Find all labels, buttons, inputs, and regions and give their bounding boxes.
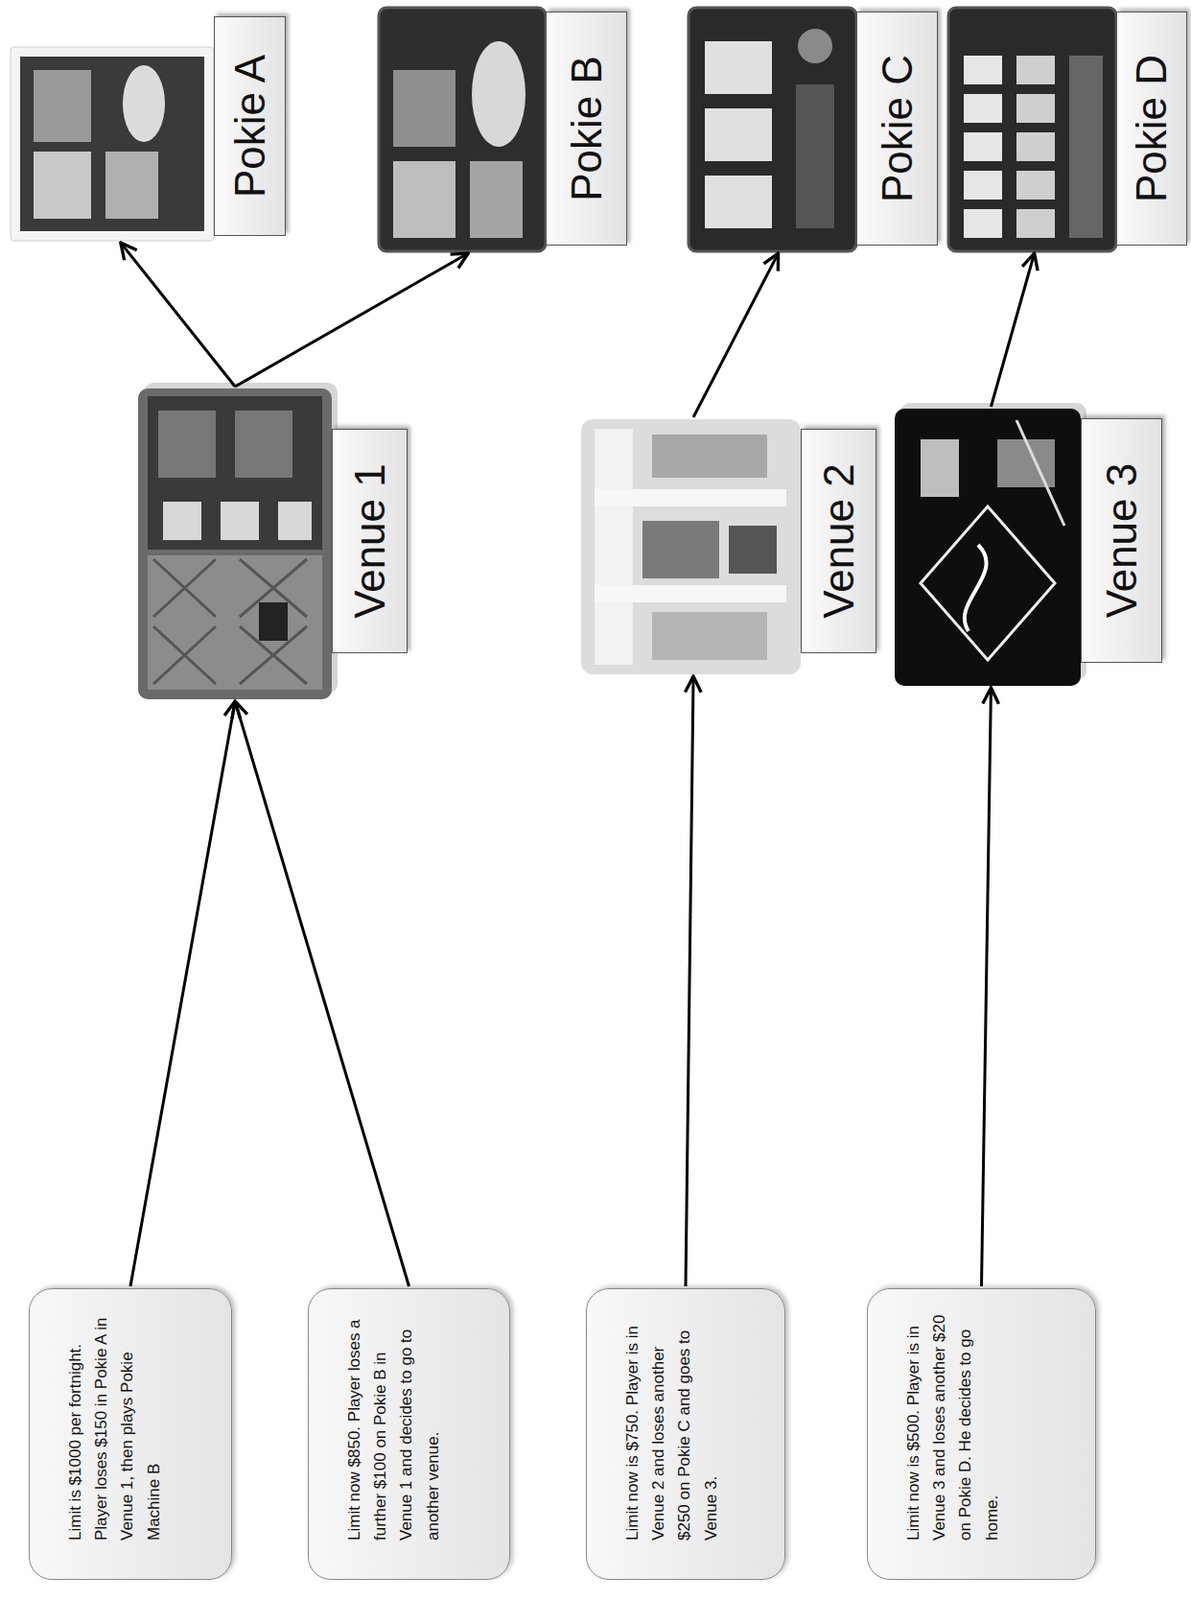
- place-node: Venue 3: [894, 408, 1163, 686]
- venue-photo: [138, 382, 338, 700]
- name-label: Pokie C: [873, 54, 922, 203]
- name-label-box: Pokie B: [545, 11, 628, 246]
- note-box: Limit now $850. Player loses a further $…: [307, 1287, 511, 1580]
- flow-arrow: [234, 700, 409, 1286]
- note-box: Limit now is $750. Player is in Venue 2 …: [585, 1287, 786, 1580]
- flow-arrow: [234, 253, 468, 387]
- name-label-box: Venue 2: [800, 428, 877, 654]
- name-label-box: Pokie D: [1116, 11, 1188, 246]
- flow-arrow: [981, 687, 992, 1286]
- place-node: Pokie C: [688, 7, 938, 252]
- name-label: Venue 2: [815, 463, 864, 619]
- name-label: Venue 3: [1097, 463, 1146, 619]
- flow-arrow: [130, 700, 235, 1286]
- name-label-box: Pokie A: [213, 16, 286, 236]
- pokie-photo: [688, 7, 857, 252]
- note-box: Limit is $1000 per fortnight. Player los…: [28, 1287, 233, 1580]
- name-label-box: Pokie C: [856, 11, 938, 246]
- note-box: Limit now is $500. Player is in Venue 3 …: [866, 1287, 1097, 1580]
- pokie-photo: [378, 7, 546, 252]
- name-label: Pokie B: [562, 55, 611, 202]
- venue-photo: [581, 419, 801, 675]
- place-node: Pokie D: [948, 7, 1188, 252]
- note-text: Limit is $1000 per fortnight. Player los…: [62, 1309, 167, 1541]
- name-label-box: Venue 3: [1080, 418, 1163, 663]
- place-node: Venue 1: [138, 388, 408, 700]
- place-node: Venue 2: [581, 419, 877, 675]
- name-label: Pokie A: [226, 54, 275, 198]
- flow-arrow: [120, 242, 235, 387]
- note-text: Limit now is $500. Player is in Venue 3 …: [900, 1309, 1005, 1541]
- name-label: Venue 1: [346, 463, 395, 619]
- place-node: Pokie A: [10, 16, 286, 241]
- flow-arrow: [693, 253, 779, 418]
- note-text: Limit now is $750. Player is in Venue 2 …: [619, 1309, 724, 1541]
- pokie-photo: [10, 46, 214, 241]
- note-text: Limit now $850. Player loses a further $…: [341, 1309, 446, 1541]
- name-label-box: Venue 1: [331, 428, 408, 654]
- pokie-photo: [948, 7, 1117, 252]
- flow-arrow: [990, 253, 1034, 407]
- name-label: Pokie D: [1127, 54, 1176, 203]
- flow-arrow: [685, 676, 694, 1286]
- place-node: Pokie B: [378, 7, 628, 252]
- venue-photo: [894, 402, 1087, 686]
